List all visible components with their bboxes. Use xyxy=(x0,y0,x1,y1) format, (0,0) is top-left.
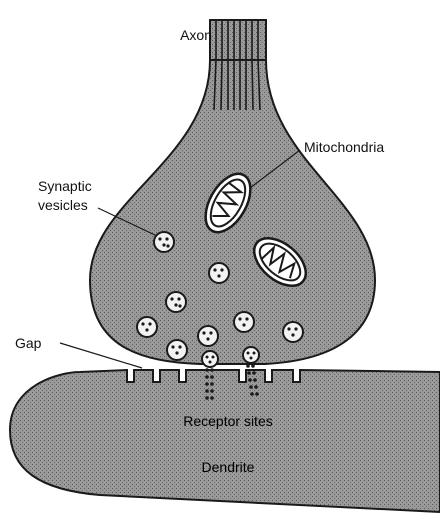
vesicle xyxy=(167,340,187,360)
vesicle xyxy=(198,326,218,346)
mitochondria-label: Mitochondria xyxy=(304,139,384,155)
receptor-sites-label: Receptor sites xyxy=(183,413,272,429)
synaptic-vesicles-label-line2: vesicles xyxy=(38,197,88,213)
gap-label: Gap xyxy=(15,335,42,351)
vesicle xyxy=(283,322,303,342)
axon-label: Axon xyxy=(180,27,212,43)
dendrite-label: Dendrite xyxy=(202,459,255,475)
vesicle xyxy=(137,317,157,337)
vesicle xyxy=(166,292,186,312)
vesicle xyxy=(154,232,174,252)
vesicle xyxy=(234,312,254,332)
vesicle-releasing xyxy=(202,351,218,367)
vesicle-releasing xyxy=(243,347,259,363)
synaptic-vesicles-label-line1: Synaptic xyxy=(38,178,92,194)
vesicle xyxy=(209,263,229,283)
dendrite-body xyxy=(10,370,440,512)
